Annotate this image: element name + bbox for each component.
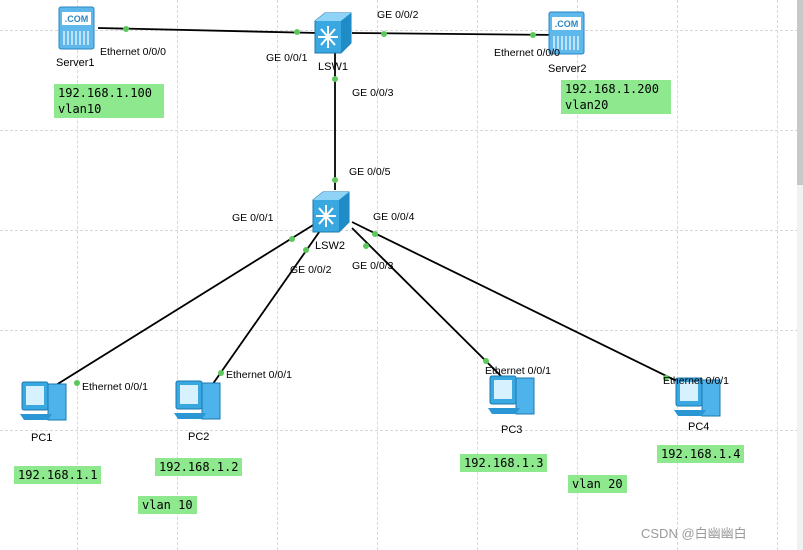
port-label-lsw2-ge1: GE 0/0/1 bbox=[232, 212, 274, 224]
lsw1-label: LSW1 bbox=[318, 61, 348, 73]
port-label-server1-eth: Ethernet 0/0/0 bbox=[100, 46, 166, 58]
port-dot bbox=[372, 231, 378, 237]
server-badge-text: .COM bbox=[555, 19, 579, 29]
note-pc1[interactable]: 192.168.1.1 bbox=[14, 466, 102, 484]
note-vlan20[interactable]: vlan 20 bbox=[568, 475, 627, 493]
grid-line bbox=[377, 0, 378, 550]
note-vlan10[interactable]: vlan 10 bbox=[138, 496, 197, 514]
server-icon: .COM bbox=[58, 6, 95, 50]
note-pc2[interactable]: 192.168.1.2 bbox=[155, 458, 243, 476]
port-dot bbox=[294, 29, 300, 35]
port-label-pc1-eth: Ethernet 0/0/1 bbox=[82, 381, 148, 393]
pc-icon bbox=[20, 381, 67, 421]
pc4-device[interactable] bbox=[672, 374, 724, 420]
link-lsw1-server2[interactable] bbox=[351, 32, 563, 36]
server-badge-text: .COM bbox=[65, 14, 89, 24]
note-pc4[interactable]: 192.168.1.4 bbox=[657, 445, 745, 463]
grid-line bbox=[77, 0, 78, 550]
server2-device[interactable]: .COM bbox=[547, 10, 587, 56]
grid-line bbox=[477, 0, 478, 550]
port-label-lsw1-ge3: GE 0/0/3 bbox=[352, 87, 394, 99]
grid-line bbox=[177, 0, 178, 550]
pc3-device[interactable] bbox=[486, 372, 538, 418]
port-label-lsw2-ge2: GE 0/0/2 bbox=[290, 264, 332, 276]
grid-line bbox=[0, 30, 803, 31]
grid-line bbox=[0, 130, 803, 131]
port-label-lsw1-ge2: GE 0/0/2 bbox=[377, 9, 419, 21]
port-dot bbox=[74, 380, 80, 386]
link-server1-lsw1[interactable] bbox=[97, 27, 319, 34]
port-label-pc3-eth: Ethernet 0/0/1 bbox=[485, 365, 551, 377]
port-dot bbox=[289, 236, 295, 242]
port-dot bbox=[332, 177, 338, 183]
port-dot bbox=[530, 32, 536, 38]
watermark: CSDN @白幽幽白 bbox=[641, 526, 747, 541]
vertical-scrollbar[interactable] bbox=[797, 0, 803, 550]
grid-line bbox=[0, 230, 803, 231]
server1-device[interactable]: .COM bbox=[57, 5, 97, 51]
grid-line bbox=[0, 430, 803, 431]
server1-label: Server1 bbox=[56, 57, 95, 69]
pc2-device[interactable] bbox=[172, 377, 224, 423]
pc3-label: PC3 bbox=[501, 424, 523, 436]
port-dot bbox=[483, 358, 489, 364]
server2-label: Server2 bbox=[548, 63, 587, 75]
grid-line bbox=[277, 0, 278, 550]
server-icon: .COM bbox=[548, 11, 585, 55]
pc-icon bbox=[674, 377, 721, 417]
grid-line bbox=[0, 330, 803, 331]
switch-icon bbox=[314, 12, 352, 54]
grid-line bbox=[577, 0, 578, 550]
note-server2[interactable]: 192.168.1.200 vlan20 bbox=[561, 80, 671, 114]
grid-line bbox=[777, 0, 778, 550]
port-label-lsw2-ge3: GE 0/0/3 bbox=[352, 260, 394, 272]
port-label-lsw2-ge4: GE 0/0/4 bbox=[373, 211, 415, 223]
port-dot bbox=[363, 243, 369, 249]
grid-line bbox=[677, 0, 678, 550]
note-pc3[interactable]: 192.168.1.3 bbox=[460, 454, 548, 472]
note-server1[interactable]: 192.168.1.100 vlan10 bbox=[54, 84, 164, 118]
port-dot bbox=[663, 375, 669, 381]
port-dot bbox=[332, 76, 338, 82]
port-dot bbox=[381, 31, 387, 37]
port-label-lsw2-ge5: GE 0/0/5 bbox=[349, 166, 391, 178]
port-dot bbox=[303, 247, 309, 253]
port-label-lsw1-ge1: GE 0/0/1 bbox=[266, 52, 308, 64]
link-lsw2-pc4[interactable] bbox=[351, 221, 696, 391]
link-lsw2-pc3[interactable] bbox=[351, 227, 511, 386]
pc1-label: PC1 bbox=[31, 432, 53, 444]
port-dot bbox=[218, 370, 224, 376]
lsw2-label: LSW2 bbox=[315, 240, 345, 252]
pc4-label: PC4 bbox=[688, 421, 710, 433]
port-dot bbox=[123, 26, 129, 32]
port-label-server2-eth: Ethernet 0/0/0 bbox=[494, 47, 560, 59]
link-lsw2-pc2[interactable] bbox=[209, 227, 323, 389]
port-label-pc4-eth: Ethernet 0/0/1 bbox=[663, 375, 729, 387]
switch-icon bbox=[312, 191, 350, 233]
pc-icon bbox=[488, 375, 535, 415]
lsw2-device[interactable] bbox=[309, 190, 351, 234]
pc2-label: PC2 bbox=[188, 431, 210, 443]
port-label-pc2-eth: Ethernet 0/0/1 bbox=[226, 369, 292, 381]
scrollbar-thumb[interactable] bbox=[797, 0, 803, 185]
link-lsw2-pc1[interactable] bbox=[47, 221, 319, 391]
pc1-device[interactable] bbox=[18, 378, 70, 424]
pc-icon bbox=[174, 380, 221, 420]
lsw1-device[interactable] bbox=[311, 11, 353, 55]
